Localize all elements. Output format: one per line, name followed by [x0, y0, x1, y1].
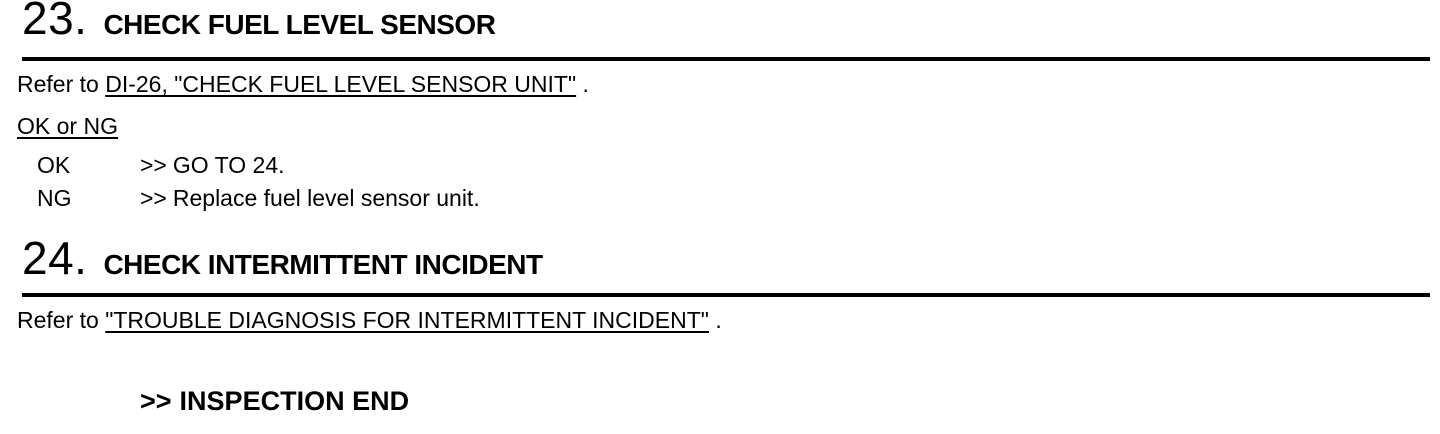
result-arrow-icon: >> [140, 152, 167, 178]
ok-or-ng-label: OK or NG [17, 113, 118, 139]
result-row-ok: OK >>GO TO 24. [37, 154, 285, 177]
inspection-end-row: >>INSPECTION END [140, 388, 409, 415]
step-24-number: 24. [22, 232, 88, 284]
inspection-end-label: INSPECTION END [179, 386, 410, 416]
step-23-heading-rule [22, 57, 1430, 61]
step-23-title: CHECK FUEL LEVEL SENSOR [103, 9, 496, 40]
step-23-heading: 23. CHECK FUEL LEVEL SENSOR [22, 0, 496, 44]
result-action-ng: Replace fuel level sensor unit. [172, 185, 480, 211]
refer-prefix: Refer to [17, 71, 106, 97]
result-action-ok: GO TO 24. [172, 152, 285, 178]
step-24-title: CHECK INTERMITTENT INCIDENT [103, 249, 543, 280]
result-label-ok: OK [37, 152, 71, 178]
step-24-refer-line: Refer to "TROUBLE DIAGNOSIS FOR INTERMIT… [17, 309, 722, 332]
result-row-ng: NG >>Replace fuel level sensor unit. [37, 187, 480, 210]
final-arrow-icon: >> [140, 386, 172, 416]
result-label-ng: NG [37, 185, 72, 211]
step-23-refer-line: Refer to DI-26, "CHECK FUEL LEVEL SENSOR… [17, 73, 589, 96]
refer-link-check-fuel-level-sensor-unit[interactable]: DI-26, "CHECK FUEL LEVEL SENSOR UNIT" [105, 71, 577, 97]
refer-prefix: Refer to [17, 307, 106, 333]
step-23-number: 23. [22, 0, 88, 44]
step-24-heading: 24. CHECK INTERMITTENT INCIDENT [22, 235, 543, 281]
refer-suffix: . [708, 307, 722, 333]
result-arrow-icon: >> [140, 185, 167, 211]
refer-suffix: . [576, 71, 589, 97]
step-24-heading-rule [22, 293, 1430, 297]
refer-link-trouble-diagnosis-intermittent-incident[interactable]: "TROUBLE DIAGNOSIS FOR INTERMITTENT INCI… [105, 307, 709, 333]
